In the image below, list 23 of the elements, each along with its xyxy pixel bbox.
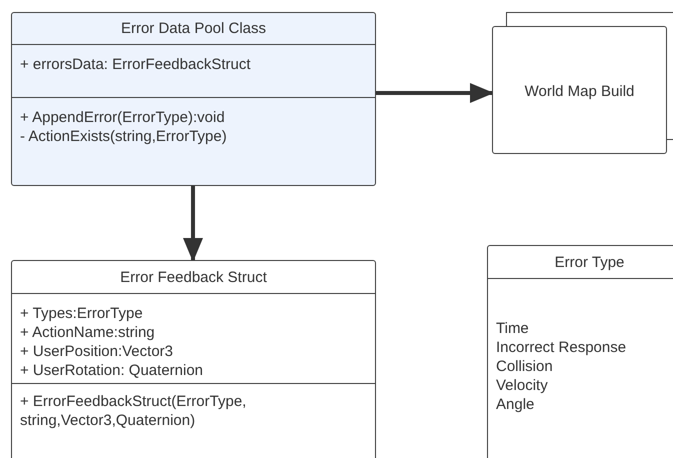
method-text: + AppendError(ErrorType):void	[20, 108, 225, 127]
enum-value: Angle	[496, 395, 534, 414]
class-box	[487, 245, 673, 458]
class-name: Error Data Pool Class	[120, 19, 266, 38]
enum-value: Collision	[496, 357, 553, 376]
enum-value: Velocity	[496, 376, 548, 395]
arrow	[183, 186, 203, 262]
class-name: Error Feedback Struct	[120, 268, 267, 286]
enum-value: Time	[496, 319, 529, 338]
attribute-text: + errorsData: ErrorFeedbackStruct	[20, 55, 251, 74]
class-name: Error Type	[554, 252, 624, 272]
class-box	[11, 260, 376, 458]
class-box	[11, 12, 376, 186]
method-text: - ActionExists(string,ErrorType)	[20, 127, 227, 146]
attribute-text: + UserRotation: Quaternion	[20, 361, 204, 380]
attribute-text: + UserPosition:Vector3	[20, 342, 173, 361]
box-label: World Map Build	[524, 82, 634, 100]
attribute-text: + Types:ErrorType	[20, 304, 143, 323]
process-box	[492, 26, 667, 154]
enum-value: Incorrect Response	[496, 338, 626, 357]
method-text: + ErrorFeedbackStruct(ErrorType, string,Vector3,Quaternion)	[20, 392, 248, 430]
arrow	[376, 83, 494, 103]
attribute-text: + ActionName:string	[20, 323, 155, 342]
